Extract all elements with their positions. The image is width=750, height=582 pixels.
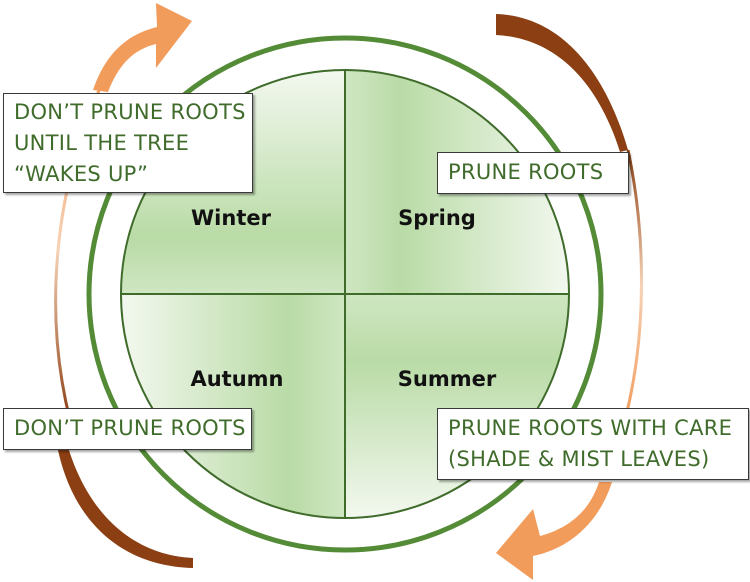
note-winter-line-1: DON’T PRUNE ROOTS — [14, 100, 246, 124]
season-label-summer: Summer — [397, 367, 497, 391]
note-winter: DON’T PRUNE ROOTS UNTIL THE TREE “WAKES … — [3, 93, 253, 193]
top-left-arrow-icon — [93, 3, 192, 92]
note-summer: PRUNE ROOTS WITH CARE (SHADE & MIST LEAV… — [437, 408, 749, 480]
quadrant-summer — [345, 294, 569, 518]
note-autumn: DON’T PRUNE ROOTS — [3, 408, 252, 450]
quadrant-autumn — [121, 294, 345, 518]
bottom-right-arrow-icon — [496, 482, 612, 580]
note-autumn-line-1: DON’T PRUNE ROOTS — [14, 416, 246, 440]
note-spring-line-1: PRUNE ROOTS — [448, 160, 604, 184]
note-winter-line-3: “WAKES UP” — [14, 162, 149, 186]
right-cycle-arc — [623, 149, 643, 421]
note-spring: PRUNE ROOTS — [437, 152, 629, 194]
season-label-spring: Spring — [398, 206, 476, 230]
note-summer-line-1: PRUNE ROOTS WITH CARE — [448, 416, 733, 440]
season-label-autumn: Autumn — [190, 367, 284, 391]
right-brown-arc — [496, 14, 628, 152]
outer-ring — [86, 35, 604, 553]
left-brown-tail — [56, 440, 193, 568]
note-winter-line-2: UNTIL THE TREE — [14, 131, 190, 155]
note-summer-line-2: (SHADE & MIST LEAVES) — [448, 447, 710, 471]
season-label-winter: Winter — [191, 206, 271, 230]
